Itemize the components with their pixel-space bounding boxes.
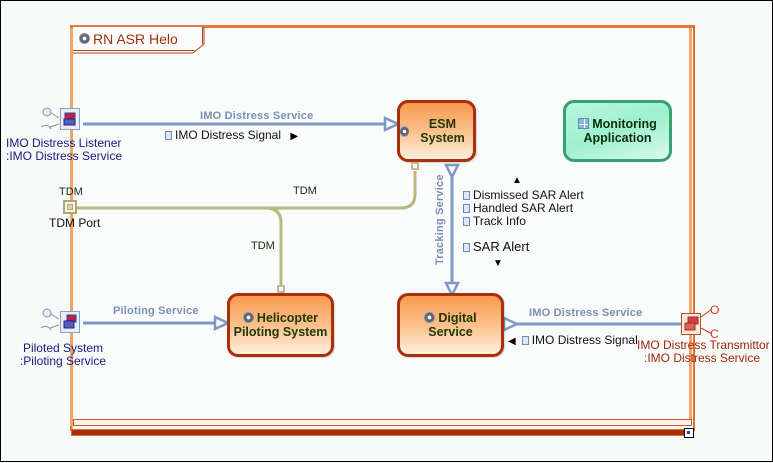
port-name: IMO Distress Listener — [6, 136, 122, 150]
imo-signal-bottom: ◀ IMO Distress Signal — [508, 333, 638, 347]
message-port-icon — [63, 314, 77, 329]
helicopter-piloting-system-component[interactable]: Helicopter Piloting System — [227, 293, 334, 357]
piloted-system-label: Piloted System :Piloting Service — [18, 342, 108, 368]
signal-doc-icon — [463, 204, 470, 213]
resize-handle[interactable] — [684, 428, 694, 438]
component-label: Service — [428, 325, 473, 339]
component-label: Digital — [438, 311, 477, 325]
frame-title-tab[interactable]: RN ASR Helo — [73, 27, 203, 51]
signal-label: Handled SAR Alert — [473, 201, 574, 215]
required-interface-icon — [40, 325, 52, 331]
frame-title: RN ASR Helo — [93, 30, 178, 47]
esm-tdm-port[interactable] — [411, 162, 419, 170]
imo-service-bottom-start — [502, 316, 520, 332]
signal-label: SAR Alert — [473, 239, 530, 254]
port-type: :Piloting Service — [19, 354, 107, 368]
frame-left-edge — [70, 28, 73, 426]
signal-label: IMO Distress Signal — [175, 128, 282, 142]
composite-frame[interactable] — [70, 25, 695, 431]
port-name: IMO Distress Transmittor — [637, 338, 770, 352]
signal-doc-icon — [463, 243, 470, 252]
component-label: Application — [583, 131, 652, 145]
piloting-service-arrowhead — [213, 315, 231, 331]
gear-icon — [400, 125, 409, 137]
provided-interface-icon — [42, 107, 52, 117]
tdm-vertical-line — [265, 206, 283, 288]
frame-right-edge — [689, 28, 692, 426]
message-port-icon — [684, 316, 699, 331]
arrow-right-icon: ▶ — [290, 131, 299, 142]
imo-distress-listener-label: IMO Distress Listener :IMO Distress Serv… — [6, 136, 123, 163]
tdm-horizontal-label[interactable]: TDM — [293, 185, 317, 197]
monitoring-application-component[interactable]: Monitoring Application — [563, 100, 672, 162]
imo-service-bottom-label[interactable]: IMO Distress Service — [529, 307, 643, 319]
component-label: Helicopter — [256, 311, 319, 325]
arrow-left-icon: ◀ — [508, 336, 516, 347]
arrow-down-icon: ▼ — [493, 258, 503, 269]
digital-service-component[interactable]: Digital Service — [397, 293, 504, 357]
component-label: Piloting System — [233, 325, 328, 339]
tracking-up-signals: Dismissed SAR Alert Handled SAR Alert Tr… — [463, 189, 584, 228]
signal-doc-icon — [463, 217, 470, 226]
tdm-vertical-label[interactable]: TDM — [251, 240, 275, 252]
imo-signal-top: IMO Distress Signal ▶ — [165, 128, 298, 142]
provided-interface-label: O — [710, 303, 720, 317]
port-name: Piloted System — [22, 341, 104, 355]
imo-service-top-arrowhead — [383, 116, 401, 132]
helicopter-tdm-port[interactable] — [277, 285, 285, 293]
component-label: Monitoring — [592, 117, 657, 131]
signal-doc-icon — [165, 131, 172, 140]
signal-label: IMO Distress Signal — [531, 333, 638, 347]
gear-icon — [424, 312, 436, 323]
piloted-system-port[interactable] — [60, 311, 80, 333]
tdm-port-top-label: TDM — [59, 186, 83, 198]
tracking-service-start — [443, 163, 461, 180]
piloting-service-label[interactable]: Piloting Service — [113, 305, 199, 317]
tdm-port-label: TDM Port — [49, 216, 101, 230]
imo-service-top-label[interactable]: IMO Distress Service — [200, 110, 314, 122]
tracking-service-arrowhead — [443, 281, 461, 298]
signal-label: Dismissed SAR Alert — [473, 188, 584, 202]
imo-distress-transmittor-label: IMO Distress Transmittor :IMO Distress S… — [637, 338, 770, 365]
component-label: ESM System — [420, 117, 465, 145]
frame-title-tab-border — [73, 27, 205, 54]
signal-doc-icon — [463, 191, 470, 200]
gear-icon — [242, 312, 254, 323]
tracking-service-label[interactable]: Tracking Service — [434, 174, 446, 265]
required-interface-icon — [40, 124, 52, 130]
arrow-up-icon: ▲ — [512, 175, 522, 186]
imo-distress-listener-port[interactable] — [60, 108, 80, 130]
grid-icon — [578, 118, 590, 129]
provided-interface-icon — [42, 308, 52, 318]
frame-inner-compartment — [73, 419, 692, 426]
imo-distress-transmittor-port[interactable] — [681, 313, 701, 335]
tdm-horizontal-line — [77, 171, 417, 210]
tracking-down-signal: SAR Alert — [463, 239, 529, 254]
gear-icon — [79, 33, 90, 44]
signal-label: Track Info — [473, 214, 526, 228]
required-interface-label: C — [710, 327, 719, 341]
message-port-icon — [63, 112, 76, 126]
tdm-port[interactable] — [63, 200, 77, 214]
port-type: :IMO Distress Service — [643, 351, 760, 365]
signal-doc-icon — [521, 336, 529, 345]
esm-system-component[interactable]: ESM System — [397, 100, 476, 162]
port-type: :IMO Distress Service — [6, 149, 123, 163]
